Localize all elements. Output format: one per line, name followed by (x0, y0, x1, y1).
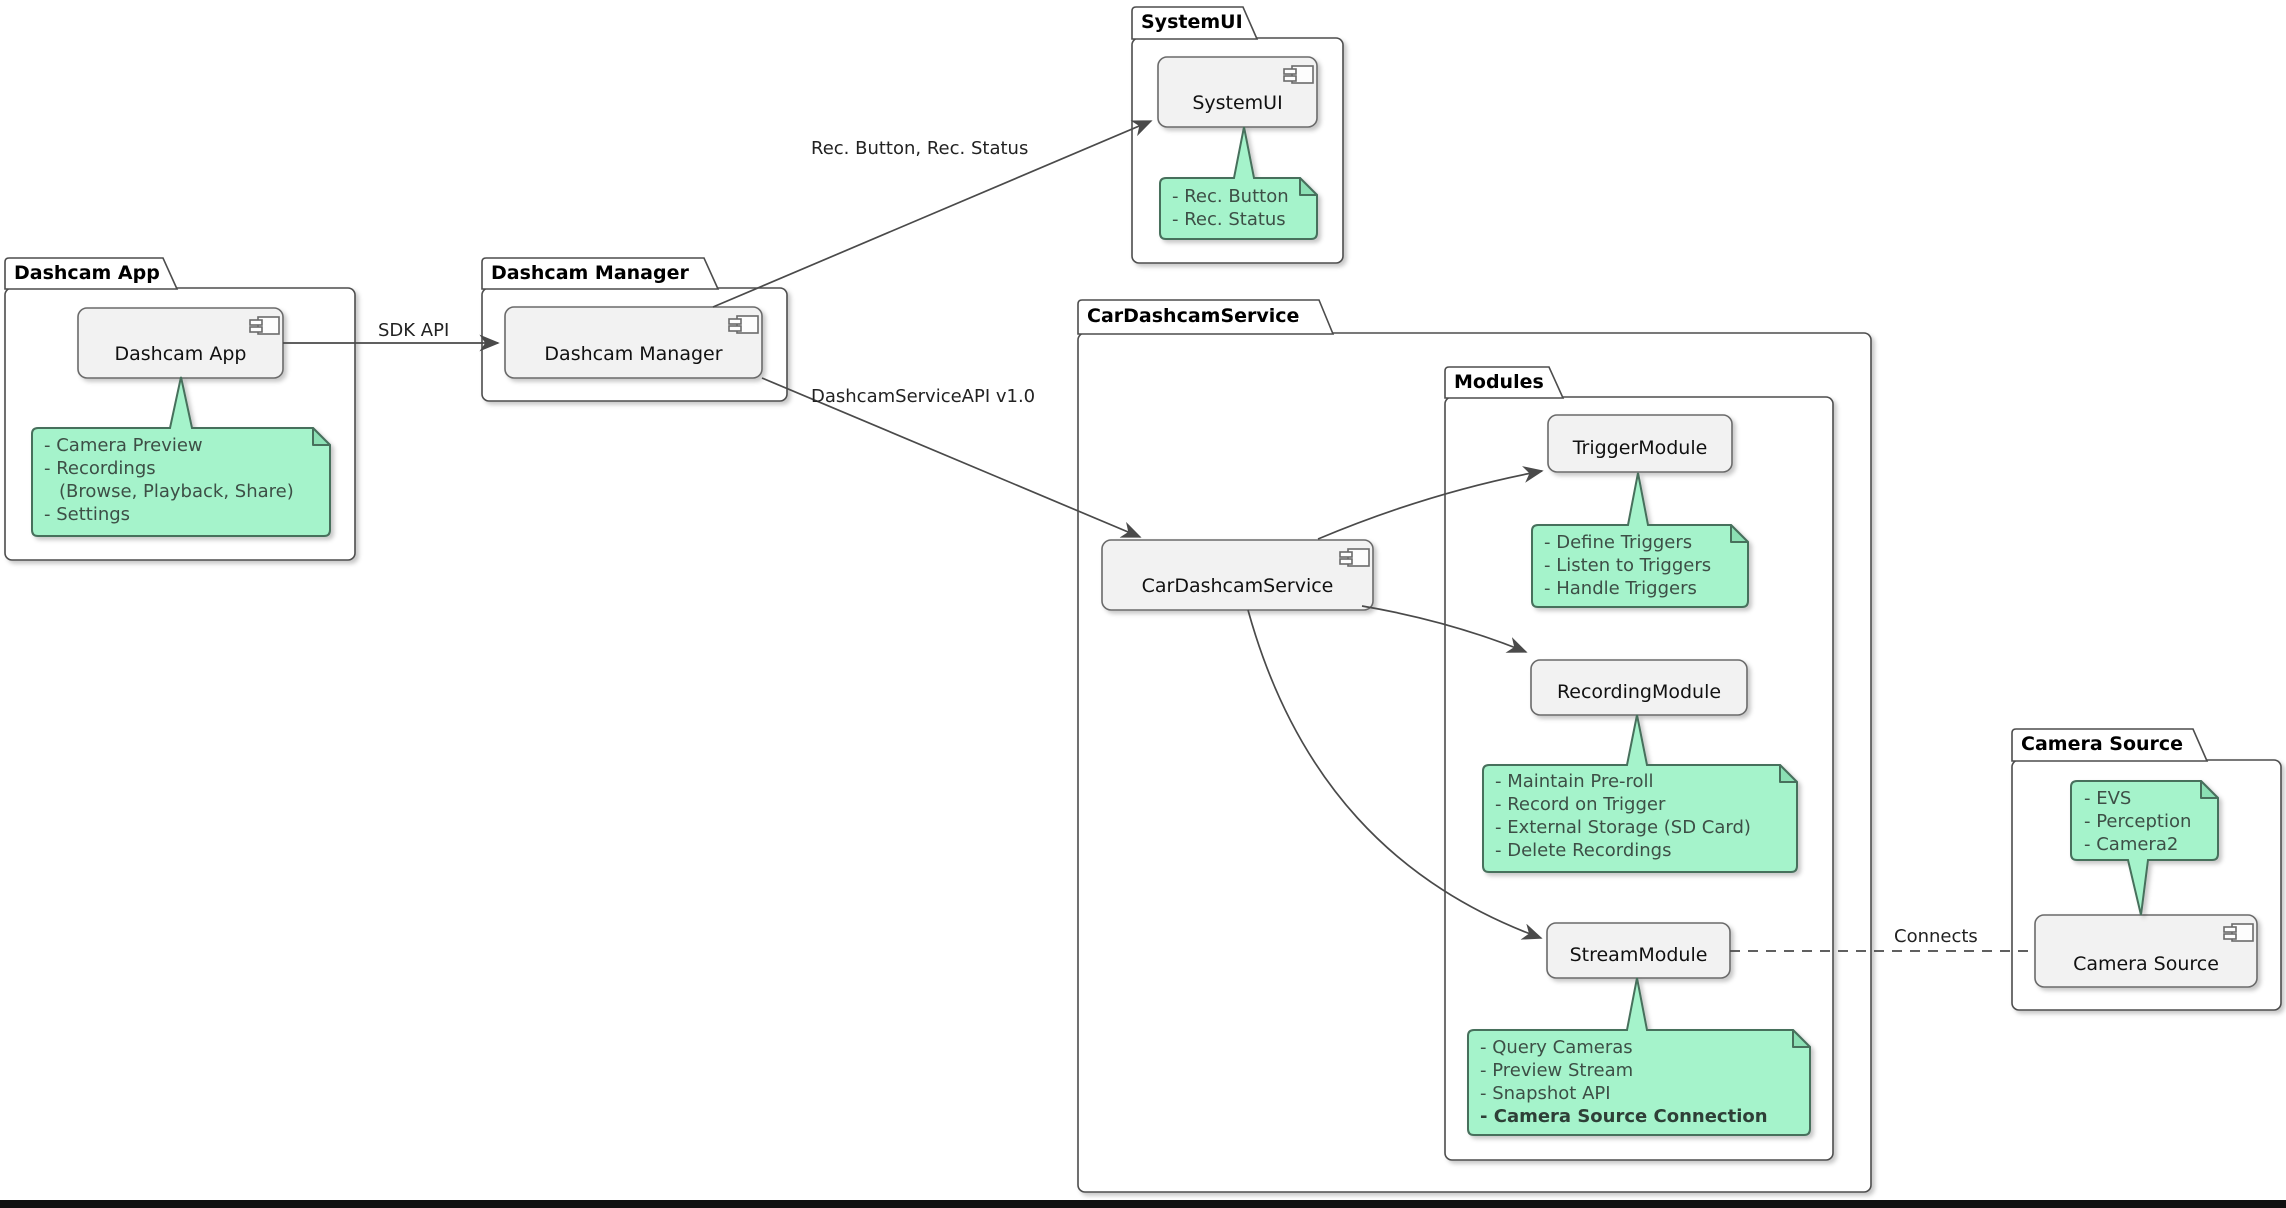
component-icon (1339, 548, 1370, 567)
note-line: - Recordings (44, 458, 156, 479)
bottom-bar (0, 1200, 2286, 1208)
component-label-dashcam-manager: Dashcam Manager (544, 342, 723, 365)
component-box-cardashcamservice (1101, 539, 1374, 611)
note-text-recordingmodule: - Maintain Pre-roll - Record on Trigger … (1495, 770, 1751, 862)
component-icon (728, 315, 759, 334)
note-line: - Delete Recordings (1495, 840, 1672, 861)
note-systemui (1159, 126, 1318, 240)
component-icon (249, 316, 280, 335)
edge-service-to-recordingmodule (1361, 605, 1528, 653)
note-line: - EVS (2084, 788, 2132, 809)
component-label-dashcam-app: Dashcam App (114, 343, 247, 365)
edge-label-dashcamserviceapi: DashcamServiceAPI v1.0 (811, 386, 1036, 407)
note-line: - Settings (44, 504, 131, 525)
component-label-systemui: SystemUI (1192, 92, 1283, 114)
note-recordingmodule (1482, 714, 1798, 873)
package-title-dashcam-manager: Dashcam Manager (491, 262, 689, 284)
note-line: - Preview Stream (1480, 1060, 1634, 1081)
note-text-triggermodule: - Define Triggers - Listen to Triggers -… (1544, 531, 1711, 600)
component-icon (1283, 65, 1314, 84)
edge-dashcamserviceapi (761, 377, 1142, 538)
edge-service-to-streammodule (1247, 609, 1543, 940)
note-line: - Define Triggers (1544, 532, 1693, 553)
edge-label-connects: Connects (1894, 926, 1978, 947)
note-text-dashcam-app: - Camera Preview - Recordings (Browse, P… (44, 434, 294, 526)
note-triggermodule (1531, 472, 1749, 608)
component-box-recordingmodule (1530, 659, 1748, 716)
note-line: (Browse, Playback, Share) (59, 481, 294, 502)
package-title-modules: Modules (1454, 371, 1544, 393)
note-line: - Rec. Button (1172, 186, 1289, 207)
note-text-streammodule: - Query Cameras - Preview Stream - Snaps… (1480, 1036, 1768, 1128)
edge-label-sdk-api: SDK API (378, 320, 450, 341)
edge-rec-button-status (712, 120, 1153, 308)
note-text-systemui: - Rec. Button - Rec. Status (1172, 185, 1289, 231)
note-streammodule (1467, 977, 1811, 1136)
note-line: - Rec. Status (1172, 209, 1286, 230)
component-label-streammodule: StreamModule (1569, 943, 1708, 966)
component-box-systemui (1157, 56, 1318, 128)
component-box-camera-source (2034, 914, 2258, 988)
package-title-cardashcamservice: CarDashcamService (1087, 305, 1300, 327)
note-line: - Listen to Triggers (1544, 555, 1712, 576)
note-line: - Handle Triggers (1544, 578, 1697, 599)
package-title-camera-source: Camera Source (2021, 733, 2184, 755)
edge-label-rec-button-status: Rec. Button, Rec. Status (811, 138, 1029, 159)
component-label-cardashcamservice: CarDashcamService (1141, 575, 1334, 597)
note-line: - Camera Preview (44, 435, 203, 456)
edge-service-to-triggermodule (1317, 466, 1544, 540)
note-line: - Camera2 (2084, 834, 2179, 855)
component-label-camera-source: Camera Source (2073, 953, 2219, 975)
note-line: - Snapshot API (1480, 1083, 1611, 1104)
package-title-dashcam-app: Dashcam App (14, 262, 160, 284)
component-label-triggermodule: TriggerModule (1572, 436, 1708, 459)
component-icon (2223, 923, 2254, 942)
note-line: - Query Cameras (1480, 1037, 1633, 1058)
note-line: - Record on Trigger (1495, 794, 1666, 815)
note-text-camera-source: - EVS - Perception - Camera2 (2084, 787, 2191, 856)
component-box-triggermodule (1547, 414, 1733, 473)
note-line: - Maintain Pre-roll (1495, 771, 1654, 792)
component-label-recordingmodule: RecordingModule (1556, 680, 1722, 703)
note-line: - Perception (2084, 811, 2192, 832)
package-title-systemui: SystemUI (1141, 11, 1243, 33)
note-line: - Camera Source Connection (1480, 1106, 1768, 1127)
component-box-dashcam-manager (504, 306, 763, 379)
note-camera-source (2070, 780, 2219, 916)
note-line: - External Storage (SD Card) (1495, 817, 1751, 838)
note-dashcam-app (31, 376, 331, 537)
